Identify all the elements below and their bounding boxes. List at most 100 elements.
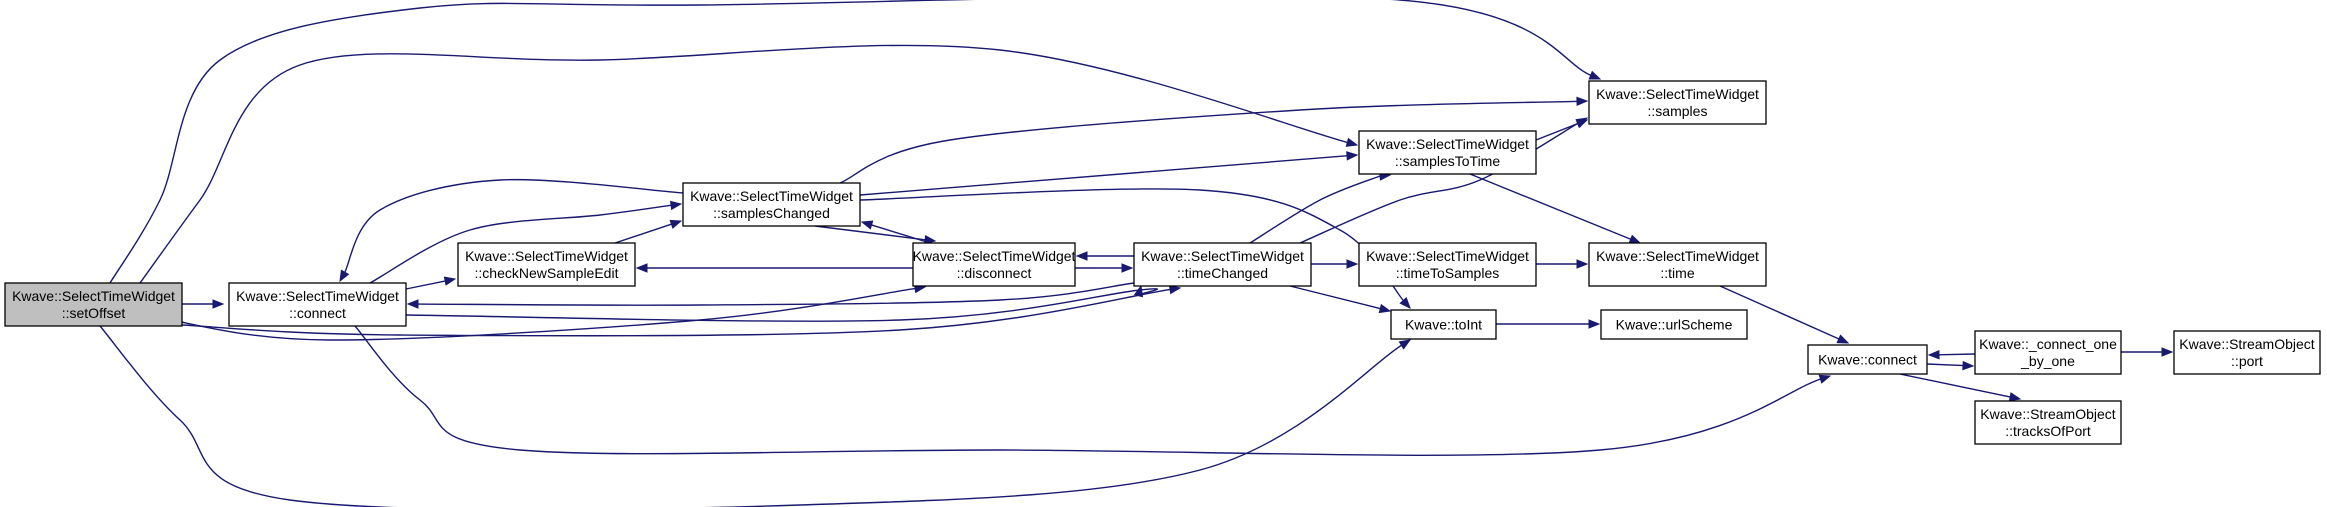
edge-line <box>1899 373 2012 398</box>
edge-samplesChanged-to-connectW <box>339 178 684 283</box>
arrowhead <box>1398 339 1412 350</box>
arrowhead <box>1576 96 1589 107</box>
arrowhead <box>212 299 225 309</box>
node-layer: Kwave::SelectTimeWidget::setOffsetKwave:… <box>4 80 2321 445</box>
edge-line <box>614 223 673 244</box>
node-label-line: Kwave::SelectTimeWidget <box>690 188 853 204</box>
node-connectW[interactable]: Kwave::SelectTimeWidget::connect <box>228 282 407 327</box>
node-label-line: Kwave::SelectTimeWidget <box>12 288 175 304</box>
node-box <box>1390 309 1497 340</box>
arrowhead <box>2161 347 2174 357</box>
node-timeToSamples[interactable]: Kwave::SelectTimeWidget::timeToSamples <box>1358 242 1537 287</box>
arrowhead <box>1628 234 1642 244</box>
node-samplesToTime[interactable]: Kwave::SelectTimeWidget::samplesToTime <box>1358 130 1537 175</box>
arrowhead <box>1588 319 1601 329</box>
node-disconnect[interactable]: Kwave::SelectTimeWidget::disconnect <box>912 242 1076 287</box>
arrowhead <box>1588 70 1602 80</box>
node-box <box>1133 242 1312 287</box>
node-setOffset[interactable]: Kwave::SelectTimeWidget::setOffset <box>4 282 183 327</box>
arrowhead <box>1133 284 1144 298</box>
node-label-line: Kwave::SelectTimeWidget <box>1596 86 1759 102</box>
node-toInt[interactable]: Kwave::toInt <box>1390 309 1497 340</box>
edge-line <box>1926 363 1965 367</box>
edge-samplesChanged-to-samples <box>839 96 1589 184</box>
arrowhead <box>1346 151 1359 161</box>
node-box <box>2173 330 2321 375</box>
node-label-line: ::disconnect <box>957 265 1032 281</box>
edge-disconnect-to-samplesChanged <box>860 220 931 244</box>
edge-line <box>354 325 1822 456</box>
arrowhead <box>1576 259 1589 269</box>
edge-disconnect-to-checkNew <box>635 263 913 273</box>
edge-disconnect-to-timeChanged <box>1075 263 1134 273</box>
node-label-line: Kwave::SelectTimeWidget <box>1596 248 1759 264</box>
arrowhead <box>1575 119 1589 129</box>
edge-line <box>839 100 1579 184</box>
arrowhead <box>406 299 419 309</box>
node-label-line: ::timeChanged <box>1177 265 1268 281</box>
edge-setOffset-to-samplesToTime <box>139 44 1359 284</box>
node-label-line: Kwave::urlScheme <box>1616 317 1733 333</box>
edge-line <box>405 288 1159 322</box>
arrowhead <box>1075 251 1088 261</box>
node-box <box>228 282 407 327</box>
edge-line <box>109 0 1592 284</box>
node-timeChanged[interactable]: Kwave::SelectTimeWidget::timeChanged <box>1133 242 1312 287</box>
node-label-line: Kwave::SelectTimeWidget <box>1366 136 1529 152</box>
node-label-line: ::samplesChanged <box>713 205 830 221</box>
edge-connectW-to-timeChanged <box>405 284 1159 322</box>
edge-samplesToTime-to-samples <box>1535 119 1589 141</box>
arrowhead <box>635 263 648 273</box>
node-label-line: ::checkNewSampleEdit <box>475 265 619 281</box>
node-time[interactable]: Kwave::SelectTimeWidget::time <box>1588 242 1767 287</box>
node-urlScheme[interactable]: Kwave::urlScheme <box>1600 309 1748 340</box>
node-samplesChanged[interactable]: Kwave::SelectTimeWidget::samplesChanged <box>682 182 861 227</box>
node-label-line: ::time <box>1660 265 1694 281</box>
edge-samplesChanged-to-samplesToTime <box>859 151 1359 196</box>
edge-timeChanged-to-disconnect <box>1075 251 1134 261</box>
node-box <box>1807 344 1928 375</box>
edge-connectW-to-kconnect <box>354 325 1832 456</box>
node-connectOne[interactable]: Kwave::_connect_one_by_one <box>1974 330 2122 375</box>
node-port[interactable]: Kwave::StreamObject::port <box>2173 330 2321 375</box>
edge-line <box>870 223 931 244</box>
edge-line <box>369 204 673 284</box>
node-label-line: Kwave::SelectTimeWidget <box>913 248 1076 264</box>
node-label-line: Kwave::SelectTimeWidget <box>1366 248 1529 264</box>
edge-connectOne-to-port <box>2121 347 2174 357</box>
node-label-line: Kwave::toInt <box>1405 317 1482 333</box>
node-label-line: ::tracksOfPort <box>2005 423 2091 439</box>
edge-connectW-to-samplesChanged <box>369 200 683 284</box>
edge-kconnect-to-connectOne <box>1926 360 1975 371</box>
arrowhead <box>339 269 350 283</box>
node-label-line: Kwave::connect <box>1818 352 1917 368</box>
edge-toInt-to-urlScheme <box>1496 319 1601 329</box>
node-box <box>1588 80 1767 125</box>
arrowhead <box>443 276 457 286</box>
edge-line <box>99 325 1403 507</box>
edge-setOffset-to-samples <box>109 0 1602 284</box>
node-tracksOfPort[interactable]: Kwave::StreamObject::tracksOfPort <box>1974 400 2122 445</box>
node-box <box>1600 309 1748 340</box>
node-kconnect[interactable]: Kwave::connect <box>1807 344 1928 375</box>
arrowhead <box>1927 350 1940 360</box>
edge-connectOne-to-kconnect <box>1927 350 1976 360</box>
edge-checkNew-to-samplesChanged <box>614 219 683 244</box>
node-box <box>4 282 183 327</box>
node-label-line: Kwave::SelectTimeWidget <box>465 248 628 264</box>
node-samples[interactable]: Kwave::SelectTimeWidget::samples <box>1588 80 1767 125</box>
edge-line <box>1719 285 1841 340</box>
edge-timeToSamples-to-time <box>1536 259 1589 269</box>
node-box <box>682 182 861 227</box>
node-box <box>457 242 636 287</box>
node-label-line: ::timeToSamples <box>1396 265 1499 281</box>
node-box <box>1358 130 1537 175</box>
edge-line <box>1249 173 1386 244</box>
node-box <box>1588 242 1767 287</box>
edge-timeChanged-to-timeToSamples <box>1311 259 1359 269</box>
node-label-line: Kwave::StreamObject <box>2179 336 2314 352</box>
node-checkNew[interactable]: Kwave::SelectTimeWidget::checkNewSampleE… <box>457 242 636 287</box>
edge-timeChanged-to-toInt <box>1289 285 1392 314</box>
edge-time-to-kconnect <box>1719 285 1850 344</box>
